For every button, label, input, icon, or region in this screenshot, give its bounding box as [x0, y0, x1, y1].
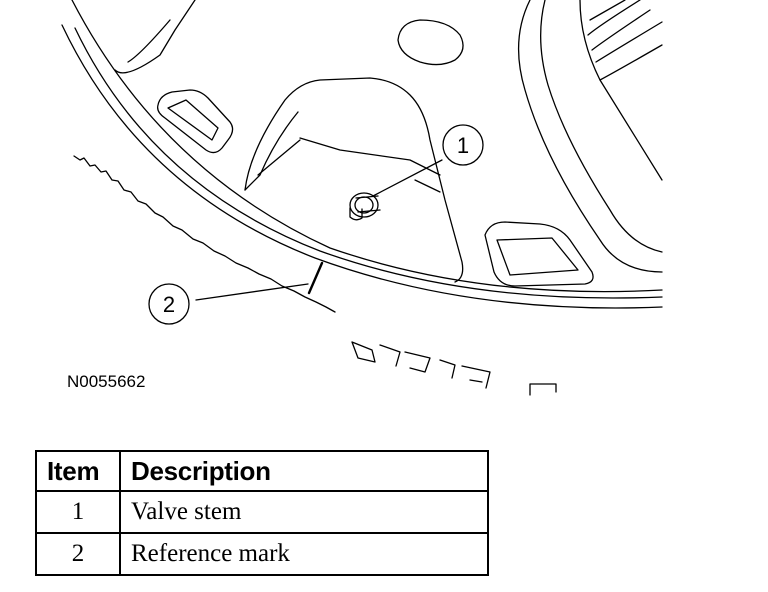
- figure-id: N0055662: [67, 372, 146, 391]
- tire-sidewall-edge: [73, 155, 336, 313]
- rim-flange-arc: [71, 0, 663, 293]
- item-number: 2: [35, 532, 121, 576]
- item-description: Valve stem: [119, 490, 489, 534]
- spoke-upper-left: [114, 0, 196, 74]
- spoke-right: [517, 0, 663, 273]
- legend-table: Item Description 1 Valve stem 2 Referenc…: [35, 450, 489, 576]
- header-description: Description: [119, 450, 489, 492]
- legend-header-row: Item Description: [35, 450, 489, 492]
- item-number: 1: [35, 490, 121, 534]
- item-description: Reference mark: [119, 532, 489, 576]
- callout-2-leader: [195, 283, 309, 301]
- table-row: 2 Reference mark: [35, 532, 489, 576]
- rim-window-right: [484, 221, 594, 287]
- reference-mark-line: [307, 261, 324, 295]
- callout-2-circle: [148, 283, 190, 325]
- callout-1-leader: [372, 159, 443, 197]
- spoke-center: [244, 77, 464, 283]
- table-row: 1 Valve stem: [35, 490, 489, 534]
- tire-lettering: [351, 341, 491, 389]
- rim-edge-arc: [74, 27, 663, 299]
- lug-hole: [397, 19, 464, 66]
- valve-stem-drawing: [349, 192, 381, 221]
- wheel-illustration: 1 2: [61, 0, 663, 396]
- callout-2-label: 2: [163, 292, 175, 317]
- header-item: Item: [35, 450, 121, 492]
- callout-1-circle: [442, 124, 484, 166]
- rim-window-left: [157, 89, 234, 154]
- rim-outer-arc: [61, 24, 663, 309]
- callout-1-label: 1: [457, 133, 469, 158]
